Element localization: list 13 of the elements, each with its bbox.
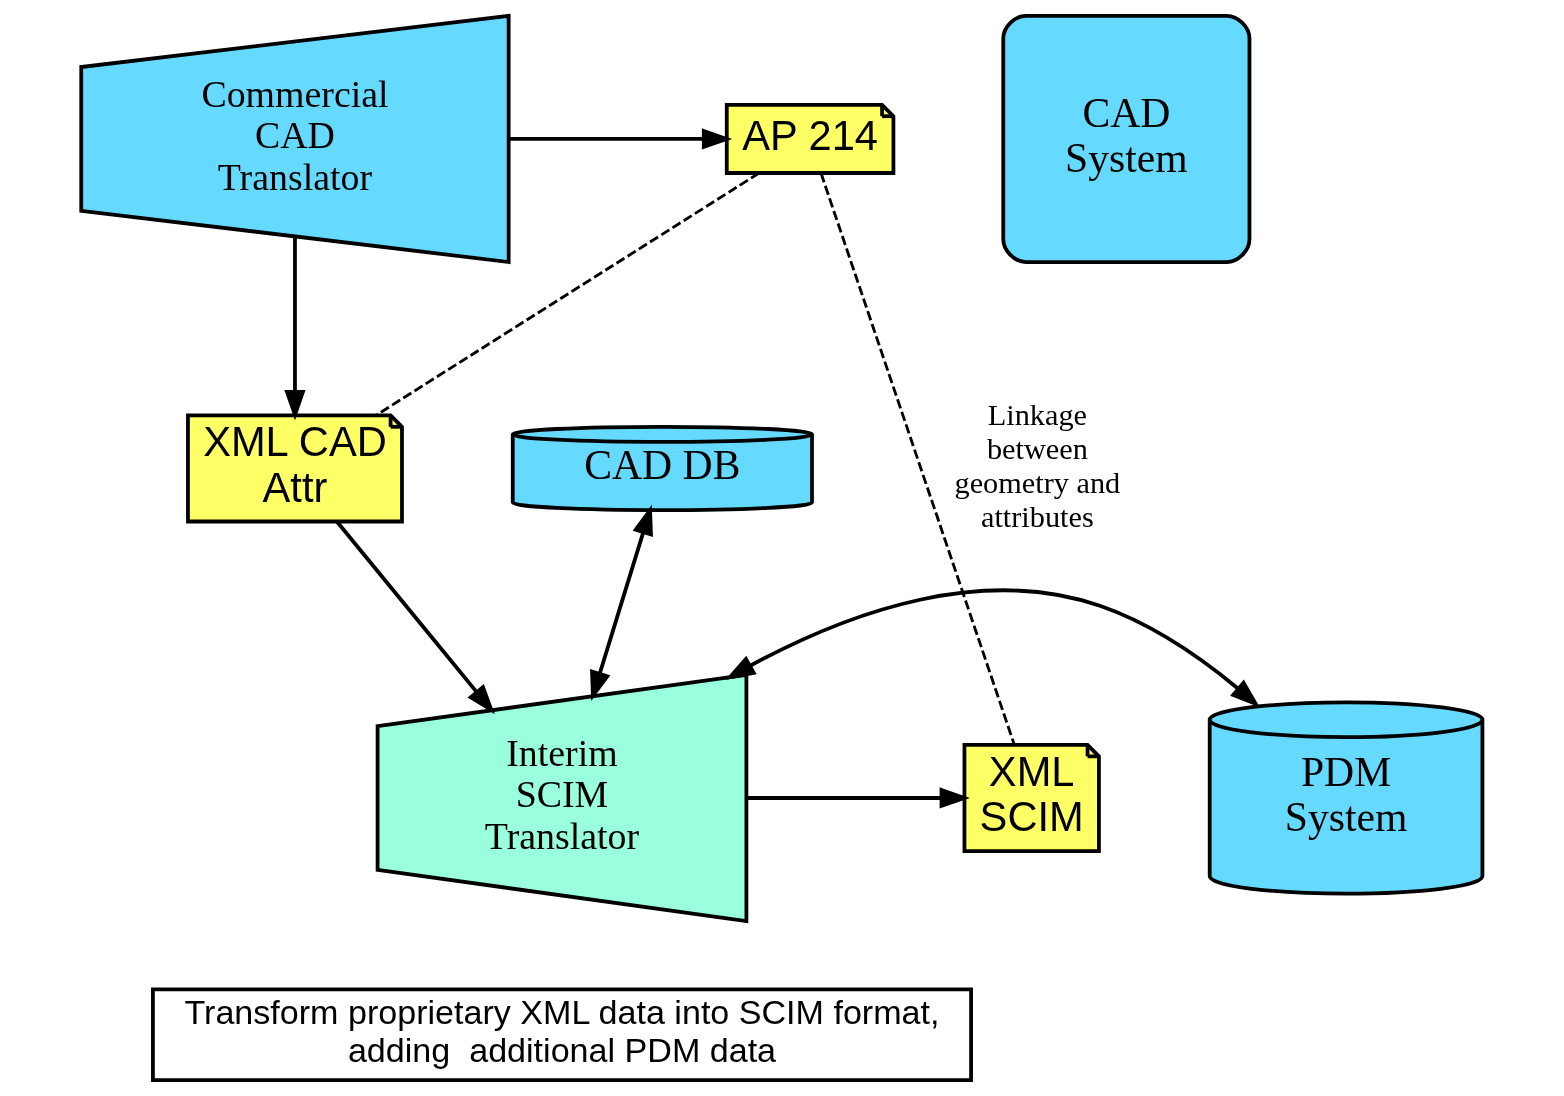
node-box: Transform proprietary XML data into SCIM format, adding additional PDM data	[151, 987, 973, 1083]
node-box: Commercial CAD Translator	[79, 13, 511, 265]
arrow	[508, 128, 733, 150]
arrow	[746, 787, 970, 809]
arrow	[284, 236, 306, 421]
node-box: Interim SCIM Translator	[375, 672, 749, 924]
connector	[819, 172, 1016, 745]
arrow	[335, 520, 495, 715]
node-box: CAD System	[1001, 13, 1252, 264]
edge-label: Linkage between geometry and attributes	[954, 397, 1121, 534]
arrow	[725, 588, 1260, 708]
arrow	[590, 504, 653, 702]
connector	[375, 172, 760, 417]
